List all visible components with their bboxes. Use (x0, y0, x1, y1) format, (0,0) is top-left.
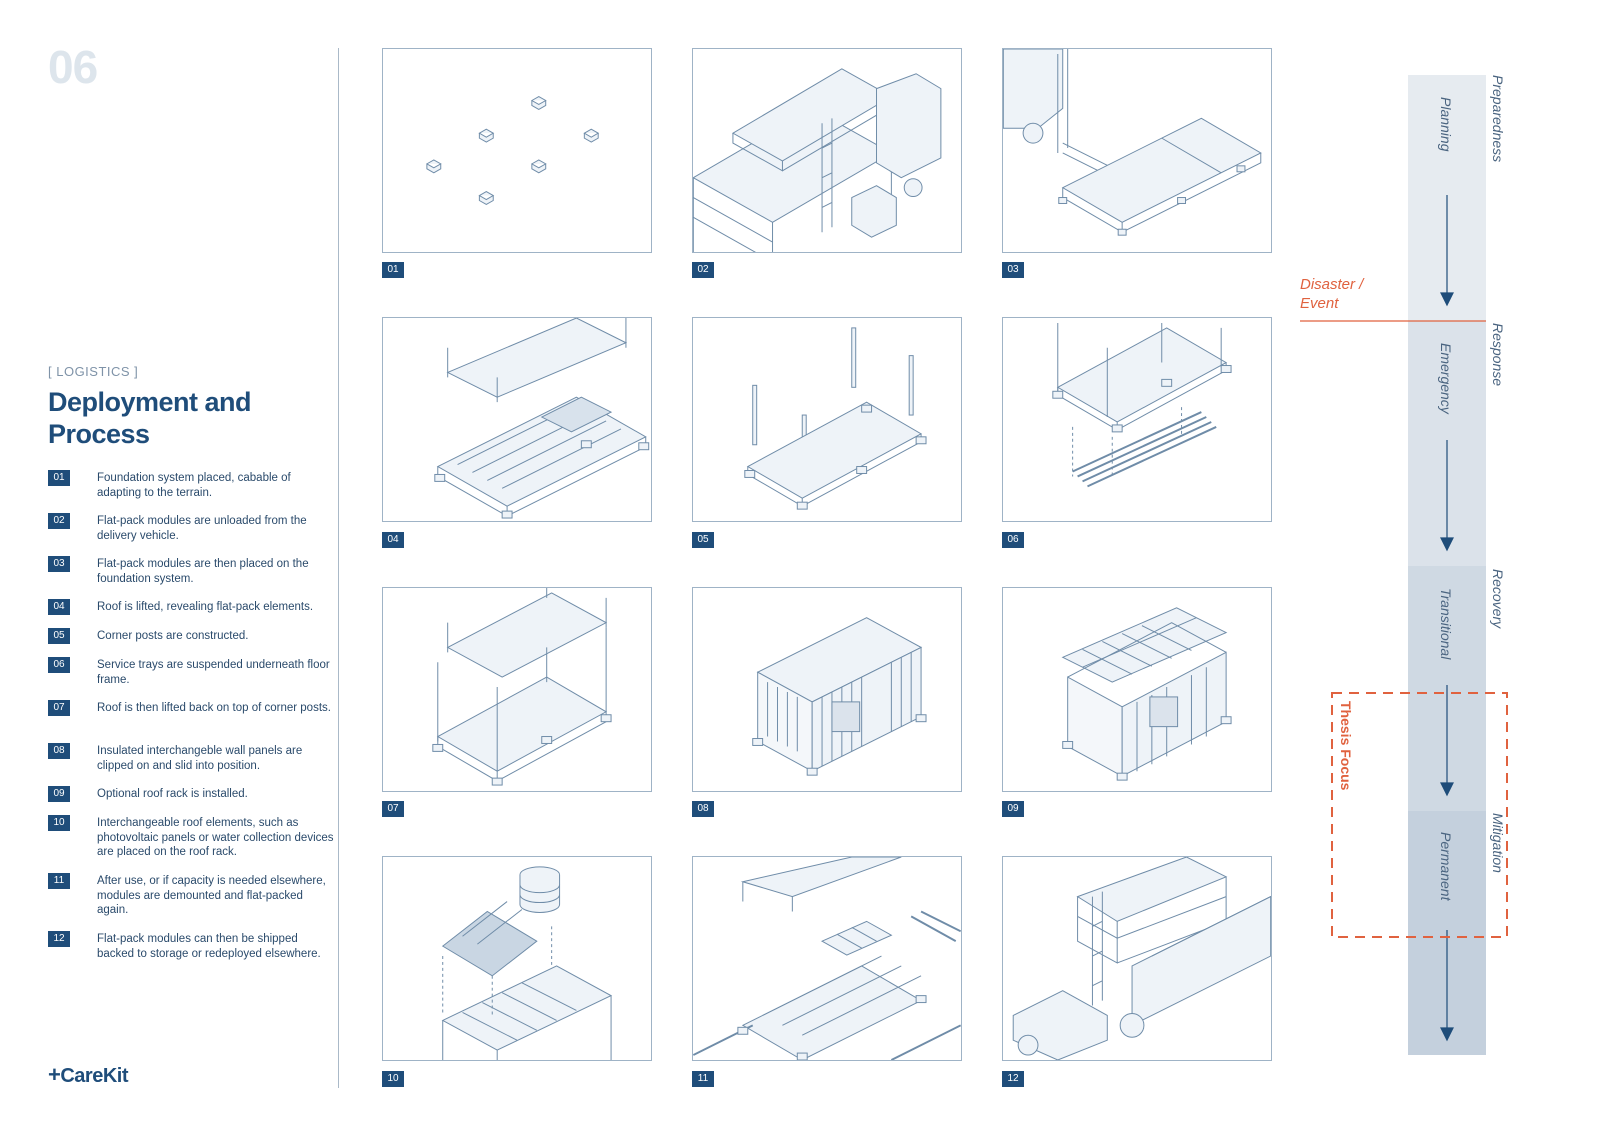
illustration-service-trays (1002, 317, 1272, 522)
panel-number-badge: 11 (692, 1071, 714, 1087)
timeline-arrow-icon (1440, 292, 1454, 307)
timeline-arrow-icon (1440, 1027, 1454, 1042)
panel-number-badge: 05 (692, 532, 714, 548)
panel-number-badge: 07 (382, 801, 404, 817)
step-number-badge: 05 (48, 628, 70, 644)
panel-number-badge: 10 (382, 1071, 404, 1087)
panel-number-badge: 06 (1002, 532, 1024, 548)
logo-text: CareKit (60, 1065, 128, 1087)
step-number-badge: 01 (48, 470, 70, 486)
thesis-focus-box (1331, 692, 1508, 938)
step-number-badge: 02 (48, 513, 70, 529)
illustration-truck-unloading (692, 48, 962, 253)
step-number-badge: 11 (48, 873, 70, 889)
step-number-badge: 10 (48, 815, 70, 831)
timeline-arrow-icon (1440, 782, 1454, 797)
panel-number-badge: 02 (692, 262, 714, 278)
step-text: Roof is lifted, revealing flat-pack elem… (97, 601, 314, 613)
step-number-badge: 12 (48, 931, 70, 947)
thesis-focus-label: Thesis Focus (1338, 701, 1354, 791)
logo-plus-icon: + (48, 1062, 61, 1087)
carekit-logo: +CareKit (48, 1062, 128, 1088)
phase-label-preparedness: Preparedness (1490, 75, 1506, 163)
step-text: Insulated interchangeble wall panels are… (97, 745, 303, 772)
phase-label-recovery: Recovery (1490, 569, 1506, 629)
panel-number-badge: 12 (1002, 1071, 1024, 1087)
step-number-badge: 03 (48, 556, 70, 572)
phase-label-response: Response (1490, 323, 1506, 387)
illustration-roof-lifted-back (382, 587, 652, 792)
step-number-badge: 08 (48, 743, 70, 759)
step-text: Optional roof rack is installed. (97, 788, 248, 800)
stage-label-permanent: Permanent (1438, 832, 1454, 901)
illustration-roof-rack (1002, 587, 1272, 792)
panel-number-badge: 08 (692, 801, 714, 817)
illustration-wall-panels (692, 587, 962, 792)
illustration-roof-elements (382, 856, 652, 1061)
event-label-line: Event (1300, 295, 1339, 312)
timeline-graphic (1300, 75, 1508, 1055)
section-tag: [ LOGISTICS ] (48, 364, 139, 379)
illustration-foundation-pads (382, 48, 652, 253)
disaster-event-label: Disaster / Event (1300, 275, 1363, 313)
illustration-forklift-placing (1002, 48, 1272, 253)
step-number-badge: 09 (48, 786, 70, 802)
illustration-demounting (692, 856, 962, 1061)
step-number-badge: 04 (48, 599, 70, 615)
illustration-corner-posts (692, 317, 962, 522)
step-text: Corner posts are constructed. (97, 630, 249, 642)
page-number: 06 (48, 41, 98, 93)
illustration-roof-lifted (382, 317, 652, 522)
timeline-arrow-icon (1440, 537, 1454, 552)
event-label-line: Disaster / (1300, 276, 1364, 293)
panel-number-badge: 09 (1002, 801, 1024, 817)
page-title: Deployment and Process (48, 387, 252, 449)
stage-label-transitional: Transitional (1438, 588, 1454, 660)
step-number-badge: 07 (48, 700, 70, 716)
step-text: Flat-pack modules are unloaded from the … (97, 515, 307, 542)
step-text: After use, or if capacity is needed else… (97, 875, 326, 916)
step-text: Flat-pack modules are then placed on the… (97, 558, 309, 585)
stage-label-planning: Planning (1438, 97, 1454, 152)
step-number-badge: 06 (48, 657, 70, 673)
step-text: Service trays are suspended underneath f… (97, 659, 330, 686)
step-text: Foundation system placed, cabable of ada… (97, 472, 291, 499)
column-divider (338, 48, 339, 1088)
phase-label-mitigation: Mitigation (1490, 813, 1506, 873)
step-text: Roof is then lifted back on top of corne… (97, 702, 331, 714)
panel-number-badge: 01 (382, 262, 404, 278)
stage-label-emergency: Emergency (1438, 343, 1454, 414)
disaster-timeline: Preparedness Response Recovery Mitigatio… (1300, 75, 1600, 1075)
panel-number-badge: 04 (382, 532, 404, 548)
illustration-shipping (1002, 856, 1272, 1061)
step-text: Flat-pack modules can then be shipped ba… (97, 933, 321, 960)
step-text: Interchangeable roof elements, such as p… (97, 817, 334, 858)
panel-number-badge: 03 (1002, 262, 1024, 278)
